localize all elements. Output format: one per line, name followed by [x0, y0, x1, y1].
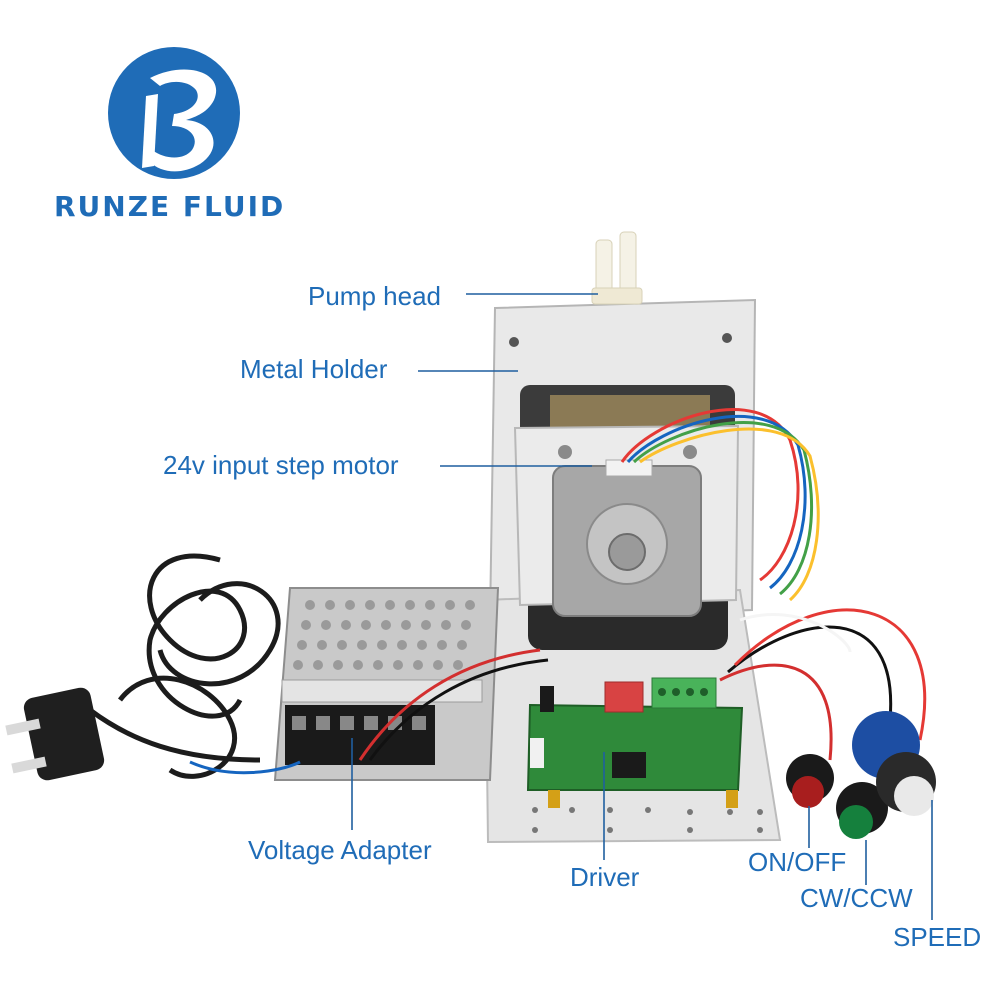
label-metal-holder: Metal Holder: [240, 354, 388, 384]
label-on-off: ON/OFF: [748, 847, 847, 877]
voltage-adapter: [189, 587, 549, 781]
label-pump-head: Pump head: [308, 281, 441, 311]
on-off-switch: [786, 754, 834, 808]
brand-name: RUNZE FLUID: [54, 190, 286, 223]
label-step-motor: 24v input step motor: [163, 450, 399, 480]
runze-logo: [108, 47, 240, 179]
leader-lines: [351, 293, 933, 920]
label-voltage-adapter: Voltage Adapter: [248, 835, 432, 865]
step-motor: [513, 408, 820, 617]
label-speed: SPEED: [893, 922, 982, 952]
cw-ccw-switch: [836, 782, 888, 839]
label-driver: Driver: [570, 862, 640, 892]
power-cable: [88, 553, 281, 779]
control-wires: [719, 608, 927, 761]
label-cw-ccw: CW/CCW: [800, 883, 913, 913]
speed-knob: [852, 711, 936, 816]
driver-board: [526, 677, 744, 808]
power-plug: [5, 687, 105, 781]
